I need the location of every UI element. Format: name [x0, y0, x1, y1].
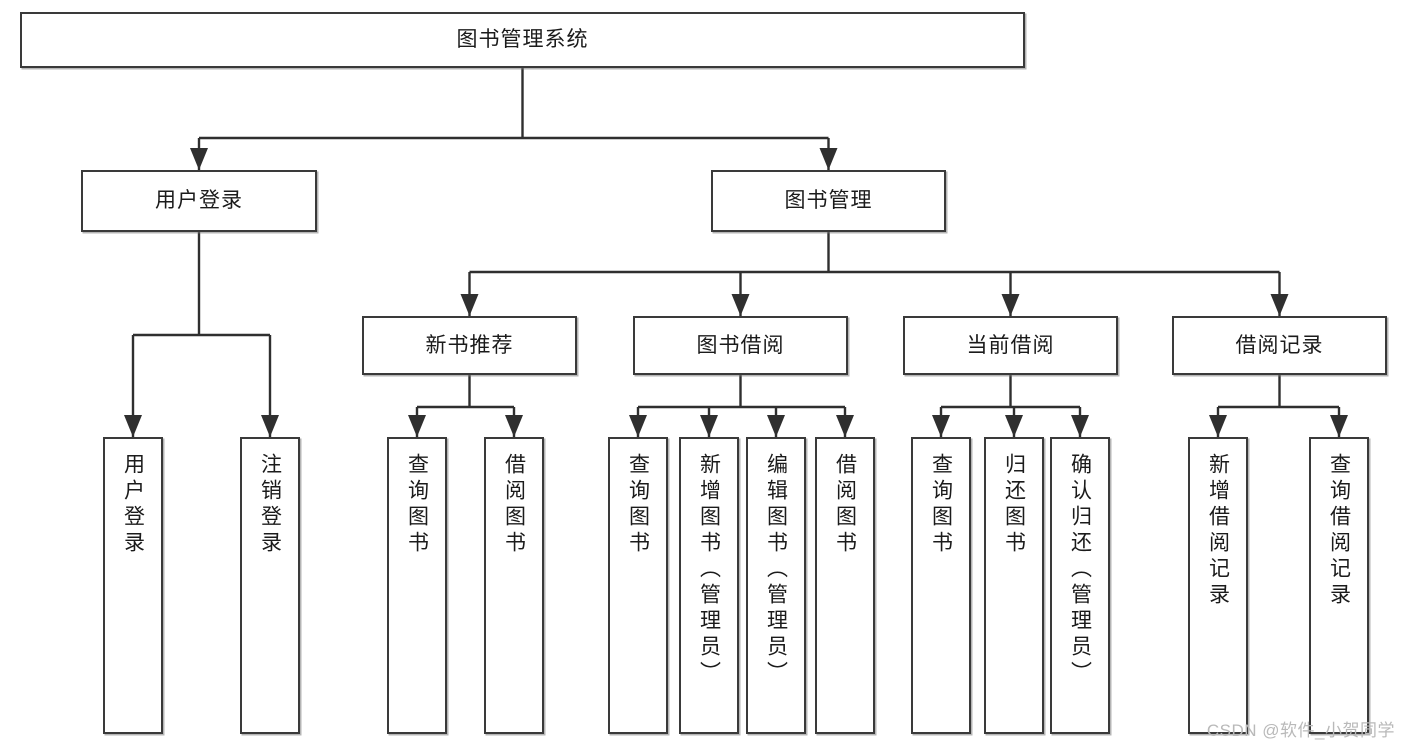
- node-login[interactable]: 用户登录: [81, 170, 317, 232]
- node-current[interactable]: 当前借阅: [903, 316, 1118, 375]
- node-label-l-query2: 查询图书: [626, 453, 650, 557]
- edge-arrowhead-l-query3: [932, 415, 950, 437]
- edge-arrowhead-borrow: [731, 294, 750, 316]
- edge-arrowhead-l-add: [700, 415, 718, 437]
- node-l-borrow2[interactable]: 借阅图书: [815, 437, 875, 734]
- edge-arrowhead-l-return: [1005, 415, 1023, 437]
- edge-arrowhead-l-addrec: [1209, 415, 1227, 437]
- node-label-l-addrec: 新增借阅记录: [1206, 453, 1230, 609]
- node-label-l-return: 归还图书: [1002, 453, 1026, 557]
- node-l-add[interactable]: 新增图书（管理员）: [679, 437, 739, 734]
- node-label-l-confirm: 确认归还（管理员）: [1068, 453, 1092, 687]
- node-l-borrow1[interactable]: 借阅图书: [484, 437, 544, 734]
- node-label-bookmgmt: 图书管理: [784, 189, 873, 213]
- node-root[interactable]: 图书管理系统: [20, 12, 1025, 68]
- edge-arrowhead-l-login: [124, 415, 142, 437]
- node-label-l-borrow2: 借阅图书: [833, 453, 857, 557]
- edge-arrowhead-login: [190, 148, 208, 170]
- node-label-l-edit: 编辑图书（管理员）: [764, 453, 788, 687]
- node-label-l-queryrec: 查询借阅记录: [1327, 453, 1351, 609]
- node-l-addrec[interactable]: 新增借阅记录: [1188, 437, 1248, 734]
- node-label-l-query3: 查询图书: [929, 453, 953, 557]
- node-records[interactable]: 借阅记录: [1172, 316, 1387, 375]
- node-label-l-login: 用户登录: [121, 453, 145, 557]
- node-label-l-borrow1: 借阅图书: [502, 453, 526, 557]
- node-l-return[interactable]: 归还图书: [984, 437, 1044, 734]
- edge-arrowhead-l-query2: [629, 415, 647, 437]
- node-label-login: 用户登录: [155, 189, 243, 213]
- edge-arrowhead-bookmgmt: [819, 148, 838, 170]
- node-label-borrow: 图书借阅: [696, 333, 785, 357]
- edge-arrowhead-current: [1001, 294, 1020, 316]
- node-label-l-add: 新增图书（管理员）: [697, 453, 721, 687]
- edge-arrowhead-l-confirm: [1071, 415, 1089, 437]
- node-l-query3[interactable]: 查询图书: [911, 437, 971, 734]
- node-l-query1[interactable]: 查询图书: [387, 437, 447, 734]
- edge-arrowhead-l-queryrec: [1330, 415, 1348, 437]
- edge-arrowhead-l-logout: [261, 415, 279, 437]
- node-bookmgmt[interactable]: 图书管理: [711, 170, 946, 232]
- edge-arrowhead-l-edit: [767, 415, 785, 437]
- edge-arrowhead-l-query1: [408, 415, 426, 437]
- edge-arrowhead-newbook: [460, 294, 479, 316]
- node-newbook[interactable]: 新书推荐: [362, 316, 577, 375]
- node-label-records: 借阅记录: [1235, 333, 1324, 357]
- node-l-login[interactable]: 用户登录: [103, 437, 163, 734]
- node-label-current: 当前借阅: [966, 333, 1055, 357]
- watermark-label: CSDN @软件_小贺同学: [1206, 721, 1395, 740]
- node-borrow[interactable]: 图书借阅: [633, 316, 848, 375]
- node-l-edit[interactable]: 编辑图书（管理员）: [746, 437, 806, 734]
- node-l-confirm[interactable]: 确认归还（管理员）: [1050, 437, 1110, 734]
- edge-arrowhead-l-borrow2: [836, 415, 854, 437]
- node-label-root: 图书管理系统: [456, 28, 589, 52]
- node-l-queryrec[interactable]: 查询借阅记录: [1309, 437, 1369, 734]
- edge-arrowhead-records: [1270, 294, 1289, 316]
- node-label-l-query1: 查询图书: [405, 453, 429, 557]
- node-label-newbook: 新书推荐: [425, 333, 514, 357]
- node-l-query2[interactable]: 查询图书: [608, 437, 668, 734]
- edge-arrowhead-l-borrow1: [505, 415, 523, 437]
- node-label-l-logout: 注销登录: [258, 453, 282, 557]
- node-l-logout[interactable]: 注销登录: [240, 437, 300, 734]
